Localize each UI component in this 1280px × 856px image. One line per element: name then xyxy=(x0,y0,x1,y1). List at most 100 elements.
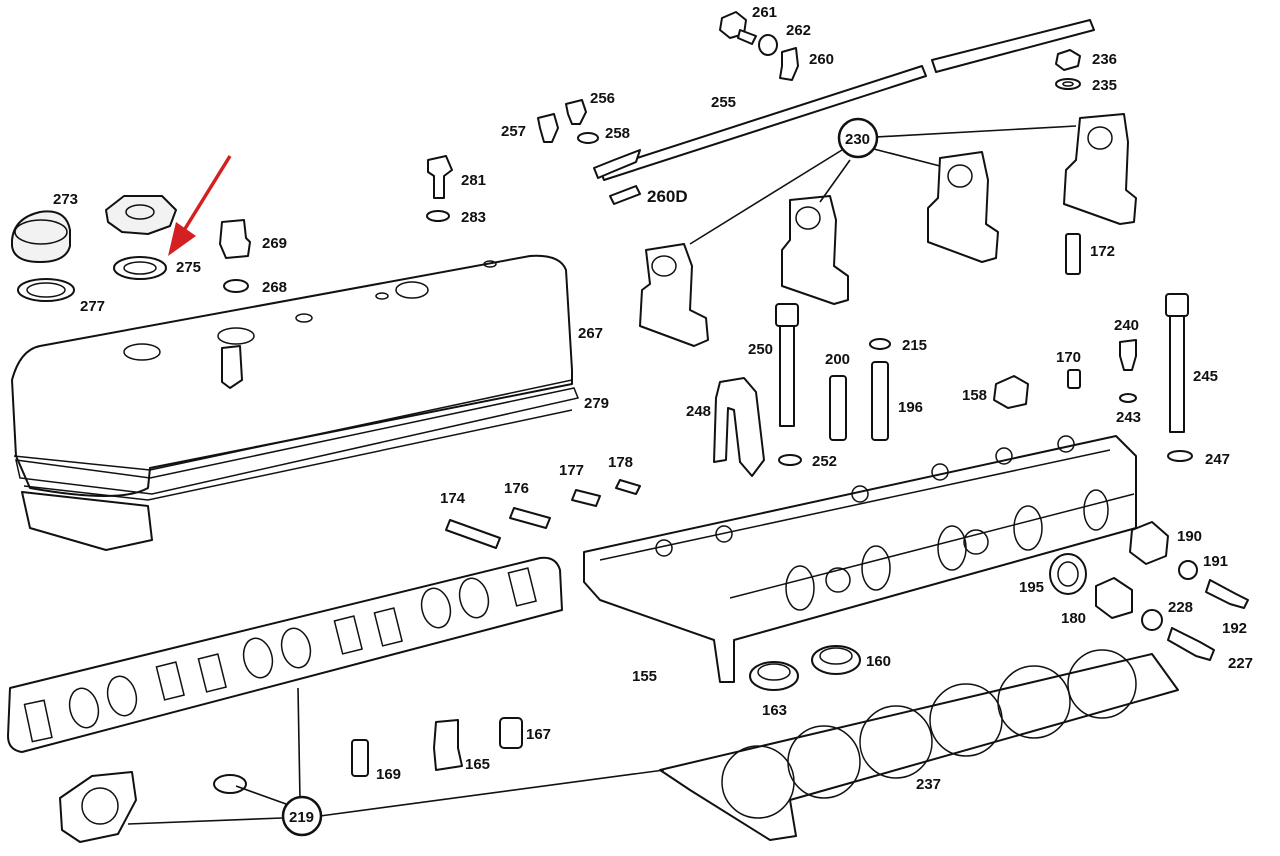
label-230: 230 xyxy=(845,131,870,148)
seal-191 xyxy=(1178,560,1198,580)
seal-268 xyxy=(223,279,249,293)
seal-163 xyxy=(749,661,799,691)
bolt-240 xyxy=(1119,339,1137,371)
filler-cap-275-body xyxy=(105,195,177,235)
nut-236 xyxy=(1055,49,1081,71)
label-163: 163 xyxy=(762,702,787,719)
label-279: 279 xyxy=(584,395,609,412)
valve-guide-200 xyxy=(829,375,847,441)
washer-262 xyxy=(758,34,778,56)
washer-243 xyxy=(1119,393,1137,403)
banjo-bolt-256 xyxy=(565,99,587,125)
label-255: 255 xyxy=(711,94,736,111)
label-170: 170 xyxy=(1056,349,1081,366)
label-283: 283 xyxy=(461,209,486,226)
seal-ring-277 xyxy=(17,278,75,302)
stud-177 xyxy=(571,489,601,507)
bolt-281 xyxy=(427,155,453,199)
circlip-215 xyxy=(869,338,891,350)
plug-158 xyxy=(993,375,1029,409)
clip-260 xyxy=(779,47,799,81)
head-gasket-237 xyxy=(659,649,1179,841)
label-195: 195 xyxy=(1019,579,1044,596)
label-174: 174 xyxy=(440,490,466,507)
valve-cover-267 xyxy=(11,254,573,551)
label-257: 257 xyxy=(501,123,526,140)
label-190: 190 xyxy=(1177,528,1202,545)
nut-190 xyxy=(1129,521,1169,565)
label-192: 192 xyxy=(1222,620,1247,637)
sleeve-167 xyxy=(499,717,523,749)
label-237: 237 xyxy=(916,776,941,793)
label-191: 191 xyxy=(1203,553,1228,570)
sensor-192 xyxy=(1205,579,1249,609)
label-261: 261 xyxy=(752,4,777,21)
label-219: 219 xyxy=(289,809,314,826)
bolt-245 xyxy=(1165,293,1189,433)
label-245: 245 xyxy=(1193,368,1218,385)
breather-269 xyxy=(219,219,251,259)
bearing-bracket-3 xyxy=(927,151,999,263)
stud-178 xyxy=(615,479,641,495)
label-169: 169 xyxy=(376,766,401,783)
label-240: 240 xyxy=(1114,317,1139,334)
label-275: 275 xyxy=(176,259,201,276)
seal-260d xyxy=(609,185,641,205)
label-258: 258 xyxy=(605,125,630,142)
oil-tube-255 xyxy=(593,19,1095,181)
label-176: 176 xyxy=(504,480,529,497)
dowel-172 xyxy=(1065,233,1081,275)
label-227: 227 xyxy=(1228,655,1253,672)
washer-247 xyxy=(1167,450,1193,462)
label-228: 228 xyxy=(1168,599,1193,616)
valve-guide-196 xyxy=(871,361,889,441)
label-158: 158 xyxy=(962,387,987,404)
label-178: 178 xyxy=(608,454,633,471)
o-ring-219 xyxy=(213,774,247,794)
bearing-bracket-1 xyxy=(639,243,709,347)
bolt-261 xyxy=(719,11,757,45)
label-248: 248 xyxy=(686,403,711,420)
seal-228 xyxy=(1141,609,1163,631)
label-262: 262 xyxy=(786,22,811,39)
seal-258 xyxy=(577,132,599,144)
stud-174 xyxy=(445,519,501,549)
plug-180 xyxy=(1095,577,1133,619)
label-252: 252 xyxy=(812,453,837,470)
cylinder-head-155 xyxy=(583,435,1137,683)
label-256: 256 xyxy=(590,90,615,107)
label-180: 180 xyxy=(1061,610,1086,627)
label-160: 160 xyxy=(866,653,891,670)
washer-283 xyxy=(426,210,450,222)
label-155: 155 xyxy=(632,668,657,685)
label-200: 200 xyxy=(825,351,850,368)
label-281: 281 xyxy=(461,172,486,189)
sensor-227 xyxy=(1167,627,1215,661)
label-268: 268 xyxy=(262,279,287,296)
oil-cap-273 xyxy=(11,210,71,263)
highlight-arrow xyxy=(168,155,232,256)
bolt-250 xyxy=(775,303,799,427)
manifold-gasket xyxy=(7,556,563,753)
label-260d: 260D xyxy=(647,187,688,206)
label-273: 273 xyxy=(53,191,78,208)
dowel-170 xyxy=(1067,369,1081,389)
flange-gasket xyxy=(59,771,137,843)
bearing-bracket-4 xyxy=(1063,113,1137,225)
callout-230 xyxy=(689,117,1077,245)
bracket-248 xyxy=(713,377,765,477)
label-250: 250 xyxy=(748,341,773,358)
label-215: 215 xyxy=(902,337,927,354)
banjo-bolt-257 xyxy=(537,113,559,143)
label-177: 177 xyxy=(559,462,584,479)
label-196: 196 xyxy=(898,399,923,416)
cover-gasket-279 xyxy=(15,387,580,495)
label-277: 277 xyxy=(80,298,105,315)
stud-176 xyxy=(509,507,551,529)
callout-219 xyxy=(127,687,665,837)
label-243: 243 xyxy=(1116,409,1141,426)
label-260: 260 xyxy=(809,51,834,68)
seal-ring-275 xyxy=(113,256,167,280)
label-165: 165 xyxy=(465,756,490,773)
